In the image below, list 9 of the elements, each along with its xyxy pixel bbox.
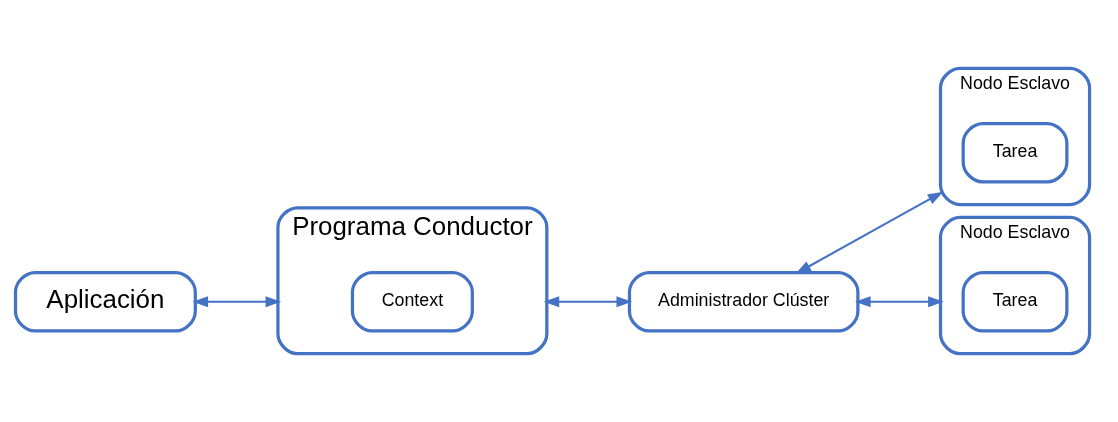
arrow <box>855 296 944 308</box>
arrow <box>795 191 944 274</box>
node-box: Tarea <box>961 270 1069 333</box>
arrow <box>543 296 633 308</box>
node-box: Aplicación <box>13 270 197 333</box>
node-box: Tarea <box>961 121 1069 184</box>
node-box: Context <box>350 270 474 333</box>
arrow <box>192 296 282 308</box>
node-box: Administrador Clúster <box>627 270 860 333</box>
